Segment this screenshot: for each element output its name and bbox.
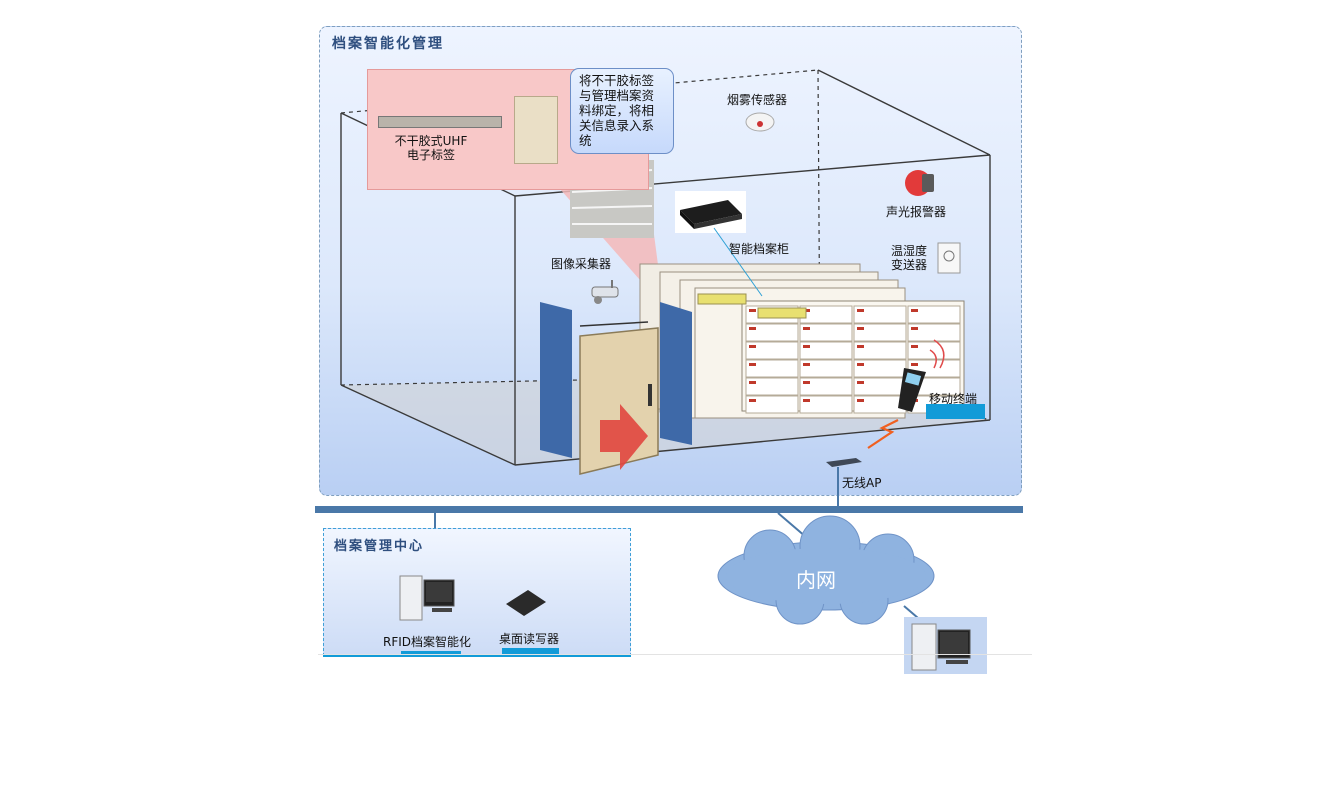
- cabinet-drawer: [907, 323, 961, 342]
- gate-right: [660, 302, 692, 445]
- cloud-link-bottom: [903, 605, 919, 619]
- cabinet-drawer: [745, 323, 799, 342]
- cabinet-drawer: [745, 377, 799, 396]
- drawer-tag: [857, 345, 864, 348]
- camera-label: 图像采集器: [551, 257, 612, 271]
- drawer-tag: [857, 399, 864, 402]
- cabinet-drawer: [745, 359, 799, 378]
- smoke-sensor-label: 烟雾传感器: [727, 93, 788, 107]
- gate-left: [540, 302, 572, 458]
- drawer-tag: [857, 309, 864, 312]
- cloud-link-top: [777, 512, 807, 538]
- door-frame-top: [579, 321, 649, 327]
- network-bus: [315, 506, 1023, 513]
- intranet-label: 内网: [796, 568, 836, 592]
- drawer-tag: [749, 363, 756, 366]
- mobile-terminal-label: 移动终端: [929, 392, 978, 406]
- page-baseline: [318, 654, 1032, 655]
- cabinet-label: 智能档案柜: [729, 242, 790, 256]
- drawer-tag: [803, 327, 810, 330]
- drawer-tag: [857, 381, 864, 384]
- drawer-tag: [803, 345, 810, 348]
- zone-title-center: 档案管理中心: [334, 539, 425, 554]
- cabinet-drawer: [799, 323, 853, 342]
- cabinet-drawer: [745, 395, 799, 414]
- remote-computer-icon: [911, 623, 971, 671]
- archive-center-zone: 档案管理中心 RFID档案智能化 桌面读写器: [323, 528, 631, 656]
- cabinet-drawer: [799, 377, 853, 396]
- drawer-tag: [911, 309, 918, 312]
- drawer-tag: [857, 363, 864, 366]
- drawer-tag: [911, 345, 918, 348]
- bind-note-callout: 将不干胶标签与管理档案资料绑定，将相关信息录入系统: [570, 68, 674, 154]
- drawer-tag: [803, 363, 810, 366]
- cabinet-drawer: [907, 305, 961, 324]
- desk-reader-highlight: [502, 648, 559, 657]
- tag-label: 不干胶式UHF 电子标签: [394, 134, 468, 162]
- wireless-ap-icon: [826, 458, 862, 506]
- desk-reader-label: 桌面读写器: [499, 632, 560, 646]
- rfid-pc-label: RFID档案智能化: [383, 635, 472, 649]
- cabinet-drawer: [853, 323, 907, 342]
- drawer-tag: [911, 327, 918, 330]
- desk-reader-icon: [506, 590, 546, 616]
- entry-arrow: [600, 404, 648, 470]
- drawer-tag: [749, 399, 756, 402]
- drawer-tag: [857, 327, 864, 330]
- cabinet-drawer: [853, 305, 907, 324]
- drawer-tag: [803, 399, 810, 402]
- handheld-terminal-icon: [898, 339, 945, 412]
- reader-leader-line: [713, 227, 763, 297]
- ap-label: 无线AP: [842, 476, 882, 490]
- intranet-cloud: [717, 515, 935, 625]
- bind-note-text: 将不干胶标签与管理档案资料绑定，将相关信息录入系统: [579, 73, 655, 148]
- cabinet-drawer: [799, 341, 853, 360]
- center-bottom-bar: [323, 654, 631, 657]
- rfid-reader-icon: [680, 200, 742, 229]
- thermometer-panel-icon: [937, 242, 961, 274]
- alarm-light-icon: [905, 170, 934, 196]
- drawer-tag: [803, 381, 810, 384]
- drawer-tag: [749, 309, 756, 312]
- thermo-label: 温湿度 变送器: [890, 244, 927, 272]
- uhf-tag-strip: [378, 116, 502, 128]
- cabinet-drawer: [799, 359, 853, 378]
- cabinet-label-strip: [697, 293, 747, 305]
- drawer-tag: [911, 363, 918, 366]
- archive-box-icon: [514, 96, 558, 164]
- drawer-tag: [749, 327, 756, 330]
- zone-title-main: 档案智能化管理: [332, 36, 444, 52]
- smoke-sensor-icon: [745, 112, 775, 132]
- cabinet-label-strip: [757, 307, 807, 319]
- cabinet-drawer: [853, 341, 907, 360]
- camera-icon: [591, 280, 619, 304]
- drawer-tag: [749, 345, 756, 348]
- cabinet-drawer: [799, 395, 853, 414]
- desktop-computer-icon: [399, 575, 455, 621]
- wireless-link-bolt: [867, 419, 899, 449]
- cabinet-drawer: [745, 341, 799, 360]
- mobile-highlight: [926, 404, 985, 419]
- door-handle: [648, 384, 652, 406]
- cabinet-drawer: [907, 341, 961, 360]
- alarm-label: 声光报警器: [886, 205, 947, 219]
- drawer-tag: [749, 381, 756, 384]
